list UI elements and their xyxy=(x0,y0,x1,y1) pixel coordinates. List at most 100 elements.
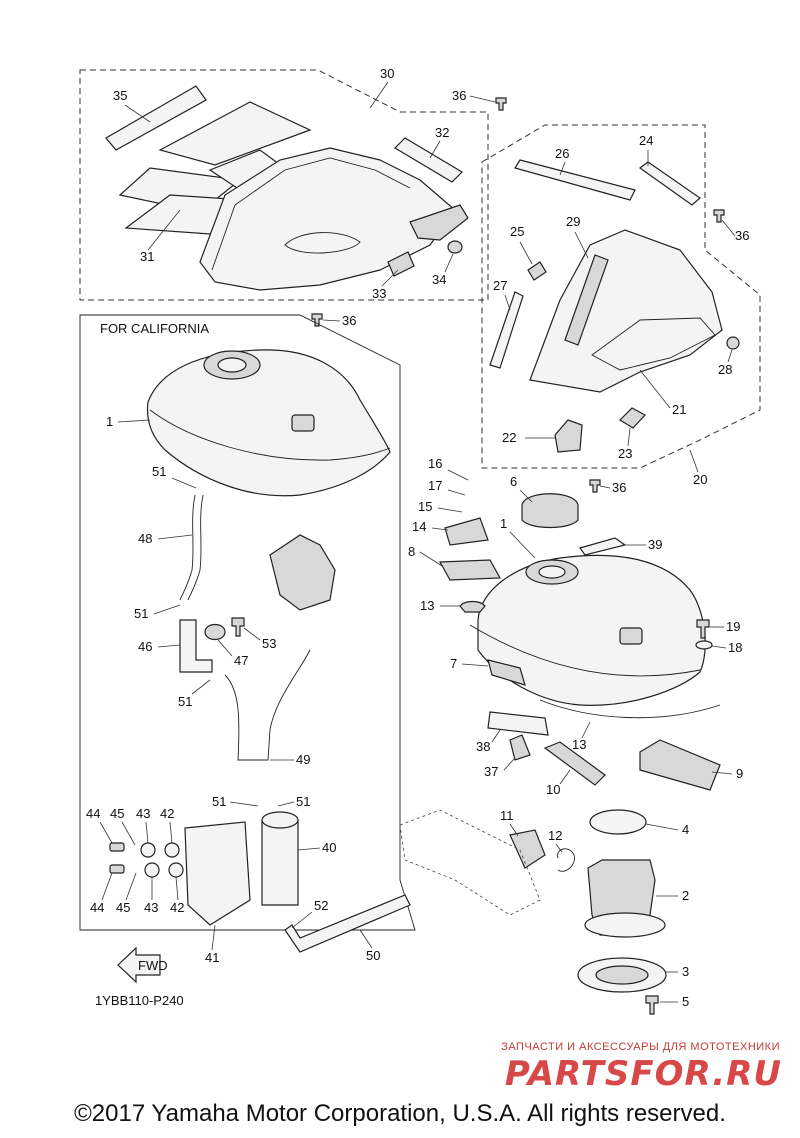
plate-3-inner xyxy=(595,965,649,985)
callout-7: 7 xyxy=(450,656,457,671)
callout-37: 37 xyxy=(484,764,498,779)
callout-9: 9 xyxy=(736,766,743,781)
damper-9 xyxy=(639,739,721,791)
callout-44-a: 44 xyxy=(86,806,100,821)
callout-26: 26 xyxy=(555,146,569,161)
callout-50: 50 xyxy=(366,948,380,963)
california-panel-boundary xyxy=(79,314,416,931)
california-tank-emblem xyxy=(291,414,315,432)
hose-49 xyxy=(224,649,311,761)
pad-23 xyxy=(619,407,646,429)
hose-50 xyxy=(284,894,411,953)
callout-29: 29 xyxy=(566,214,580,229)
callout-42-b: 42 xyxy=(170,900,184,915)
callout-15: 15 xyxy=(418,499,432,514)
callout-34: 34 xyxy=(432,272,446,287)
canister-40 xyxy=(261,819,299,906)
callout-36-b: 36 xyxy=(342,313,356,328)
callout-27: 27 xyxy=(493,278,507,293)
callout-labels: 30 35 36 32 31 33 34 36 24 26 36 25 29 2… xyxy=(86,66,749,1009)
fwd-label: FWD xyxy=(138,958,168,973)
callout-36: 36 xyxy=(452,88,466,103)
callout-40: 40 xyxy=(322,840,336,855)
seal-13-bottom xyxy=(539,699,721,719)
callout-4: 4 xyxy=(682,822,689,837)
callout-42-a: 42 xyxy=(160,806,174,821)
clamp-47 xyxy=(204,623,226,641)
hose-48-outer xyxy=(187,494,204,601)
canister-40-top xyxy=(261,811,299,829)
decal-upper xyxy=(158,101,312,166)
callout-53: 53 xyxy=(262,636,276,651)
hose-11 xyxy=(509,829,546,869)
bracket-8 xyxy=(439,559,501,581)
callout-23: 23 xyxy=(618,446,632,461)
callout-48: 48 xyxy=(138,531,152,546)
joint-46 xyxy=(179,619,213,673)
callout-51-b: 51 xyxy=(134,606,148,621)
callout-3: 3 xyxy=(682,964,689,979)
callout-8: 8 xyxy=(408,544,415,559)
cover-bracket xyxy=(409,204,469,241)
callout-6: 6 xyxy=(510,474,517,489)
tank-rim xyxy=(469,624,701,677)
pad-38 xyxy=(487,711,549,736)
drawing-code: 1YBB110-P240 xyxy=(95,993,184,1008)
callout-38: 38 xyxy=(476,739,490,754)
clip-25 xyxy=(527,261,547,281)
callout-46: 46 xyxy=(138,639,152,654)
screw-36-right xyxy=(713,209,725,223)
strip-27 xyxy=(489,291,524,369)
callout-22: 22 xyxy=(502,430,516,445)
callout-44-b: 44 xyxy=(90,900,104,915)
callout-1-a: 1 xyxy=(106,414,113,429)
callout-13-a: 13 xyxy=(420,598,434,613)
panel-label: FOR CALIFORNIA xyxy=(100,321,209,336)
side-cover-panel xyxy=(591,317,716,371)
throttle-body xyxy=(269,534,336,611)
callout-12: 12 xyxy=(548,828,562,843)
callout-52: 52 xyxy=(314,898,328,913)
tank-emblem xyxy=(619,627,643,645)
callout-20: 20 xyxy=(693,472,707,487)
callout-30: 30 xyxy=(380,66,394,81)
bracket-10 xyxy=(543,741,606,786)
callout-18: 18 xyxy=(728,640,742,655)
callout-45-b: 45 xyxy=(116,900,130,915)
callout-13-b: 13 xyxy=(572,737,586,752)
callout-32: 32 xyxy=(435,125,449,140)
callout-51-d: 51 xyxy=(212,794,226,809)
watermark-tagline: ЗАПЧАСТИ И АКСЕССУАРЫ ДЛЯ МОТОТЕХНИКИ xyxy=(501,1041,780,1053)
cover-group-boundary xyxy=(79,69,489,301)
screw-36-bottom xyxy=(311,313,323,327)
cover-inner-line xyxy=(211,157,411,271)
callout-45-a: 45 xyxy=(110,806,124,821)
callout-36-d: 36 xyxy=(612,480,626,495)
trim-strip-32 xyxy=(394,137,463,183)
callout-10: 10 xyxy=(546,782,560,797)
callout-41: 41 xyxy=(205,950,219,965)
fwd-arrow xyxy=(117,946,161,984)
bolt-19 xyxy=(696,619,710,639)
seal-13-top xyxy=(459,600,486,613)
cover-recess xyxy=(284,232,361,254)
callout-14: 14 xyxy=(412,519,426,534)
callout-49: 49 xyxy=(296,752,310,767)
copyright-notice: ©2017 Yamaha Motor Corporation, U.S.A. A… xyxy=(74,1100,726,1127)
pad-33 xyxy=(387,251,415,277)
callout-25: 25 xyxy=(510,224,524,239)
california-tank-rim xyxy=(149,409,391,461)
clip-12 xyxy=(557,848,575,872)
california-fuel-tank xyxy=(146,349,391,497)
gasket-4 xyxy=(589,809,647,835)
callout-16: 16 xyxy=(428,456,442,471)
bolt-5 xyxy=(645,995,659,1015)
callout-11: 11 xyxy=(500,808,514,823)
callout-43-a: 43 xyxy=(136,806,150,821)
screw-36-mid xyxy=(589,479,601,493)
tank-filler-inner xyxy=(538,565,566,579)
side-cover-graphic xyxy=(564,254,609,346)
hose-48 xyxy=(179,494,196,601)
fuel-tank-1 xyxy=(477,554,706,706)
